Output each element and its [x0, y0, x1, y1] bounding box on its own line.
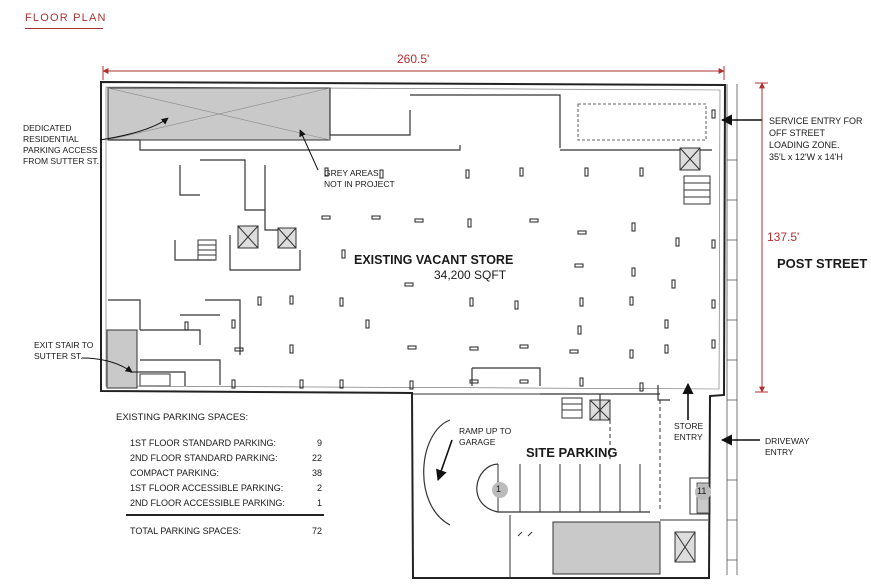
parking-total-row: TOTAL PARKING SPACES:72 — [130, 525, 322, 536]
parking-row: 1ST FLOOR STANDARD PARKING:9 — [130, 437, 322, 448]
depth-dimension-label: 137.5' — [767, 230, 800, 244]
structural-columns — [184, 109, 716, 392]
ramp-arrow — [436, 439, 453, 482]
page-title: FLOOR PLAN — [25, 12, 107, 24]
title-underline — [25, 28, 103, 29]
width-dimension-label: 260.5' — [397, 52, 430, 66]
store-entry-note: STORE ENTRY — [674, 421, 704, 442]
service-entry-note: SERVICE ENTRY FOR OFF STREET LOADING ZON… — [769, 116, 863, 162]
parking-table-title: EXISTING PARKING SPACES: — [116, 412, 249, 423]
marker-1-label: 1 — [496, 484, 502, 494]
depth-dimension-line — [755, 82, 768, 393]
parking-lot — [413, 393, 711, 578]
exit-stair-note: EXIT STAIR TO SUTTER ST. — [34, 340, 94, 361]
store-name: EXISTING VACANT STORE — [354, 253, 514, 267]
parking-row: COMPACT PARKING:38 — [130, 467, 322, 478]
store-area: 34,200 SQFT — [434, 268, 507, 282]
table-divider — [126, 514, 324, 516]
grey-areas-leader — [299, 129, 319, 171]
building-outline — [100, 80, 727, 579]
parking-row: 2ND FLOOR ACCESSIBLE PARKING:1 — [130, 497, 322, 508]
parking-row: 2ND FLOOR STANDARD PARKING:22 — [130, 452, 322, 463]
dedicated-leader — [99, 117, 169, 141]
parking-space-marker-11 — [695, 484, 711, 500]
parking-summary-table: EXISTING PARKING SPACES: 1ST FLOOR STAND… — [116, 412, 330, 536]
site-parking-label: SITE PARKING — [526, 445, 618, 460]
exit-stair-leader — [81, 357, 133, 373]
ramp-note: RAMP UP TO GARAGE — [459, 426, 512, 447]
marker-11-label: 11 — [697, 486, 707, 496]
driveway-entry-note: DRIVEWAY ENTRY — [765, 436, 810, 457]
width-dimension-line — [102, 66, 725, 80]
grey-area-garage — [552, 521, 661, 575]
grey-area-top — [107, 87, 331, 141]
dedicated-parking-note: DEDICATED RESIDENTIAL PARKING ACCESS FRO… — [23, 123, 100, 166]
grey-area-exit — [106, 329, 138, 389]
parking-row: 1ST FLOOR ACCESSIBLE PARKING:2 — [130, 482, 322, 493]
street-name: POST STREET — [777, 256, 868, 271]
parking-space-marker-1 — [492, 482, 508, 498]
sidewalk — [726, 84, 738, 575]
grey-areas-note: GREY AREAS NOT IN PROJECT — [324, 168, 395, 189]
